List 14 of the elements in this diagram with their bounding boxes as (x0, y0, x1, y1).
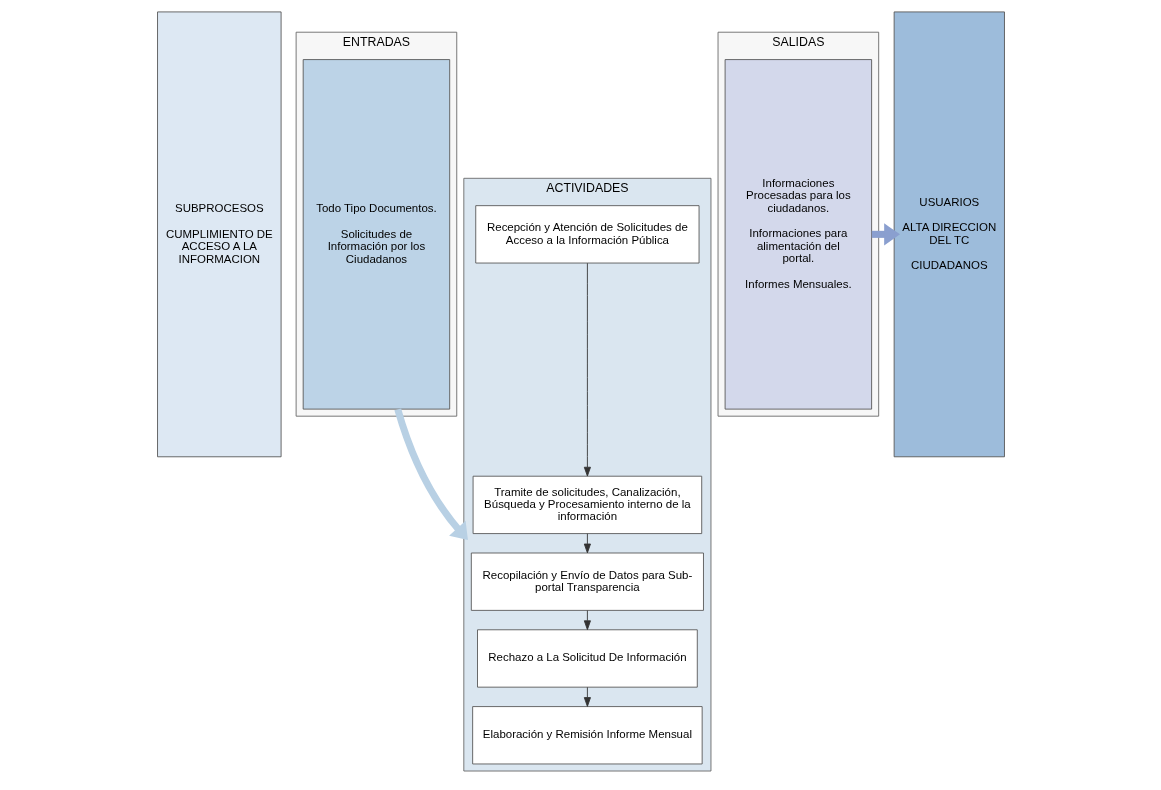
node-box: Tramite de solicitudes, Canalización, Búsqueda y Procesamiento interno de la información (472, 475, 702, 535)
node-box: SUBPROCESOS CUMPLIMIENTO DE ACCESO A LA INFORMACION (156, 11, 282, 458)
node-box: Elaboración y Remisión Informe Mensual (471, 706, 703, 765)
arrow (583, 610, 591, 631)
arrow (583, 686, 591, 707)
arrow (583, 533, 591, 554)
node-box: USUARIOS ALTA DIRECCION DEL TC CIUDADANOS (893, 11, 1005, 458)
node-box: Todo Tipo Documentos. Solicitudes de Información por los Ciudadanos (302, 59, 450, 410)
arrow (583, 262, 591, 477)
node-box: Recopilación y Envío de Datos para Sub-portal Transparencia (470, 552, 704, 611)
node-box: Informaciones Procesadas para los ciudadanos. Informaciones para alimentación del portal. Informes Mensuales. (724, 59, 872, 410)
node-box: Recepción y Atención de Solicitudes de Acceso a la Información Pública (474, 205, 699, 264)
node-box: Rechazo a La Solicitud De Información (476, 629, 698, 688)
arrow (393, 408, 468, 540)
